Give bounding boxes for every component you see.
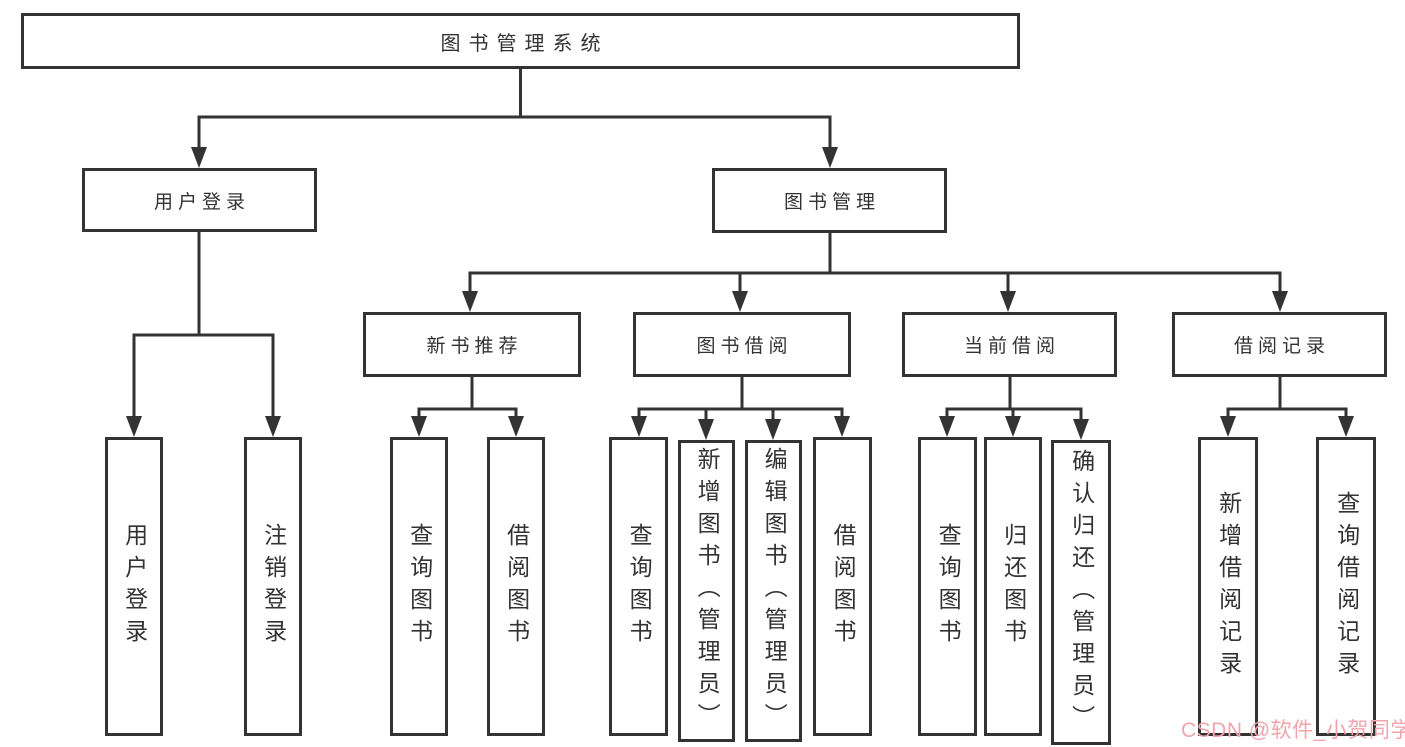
leaf-logout: 注销登录 bbox=[244, 437, 302, 736]
leaf-current-return-books: 归还图书 bbox=[984, 437, 1042, 736]
leaf-records-add-record: 新增借阅记录 bbox=[1198, 437, 1258, 736]
node-label: 注销登录 bbox=[260, 522, 287, 651]
node-label: 新增图书（管理员） bbox=[694, 447, 721, 735]
node-book-management: 图书管理 bbox=[712, 168, 947, 233]
node-label: 归还图书 bbox=[1000, 522, 1027, 651]
leaf-recommend-query-books: 查询图书 bbox=[390, 437, 448, 736]
node-label: 查询图书 bbox=[626, 522, 653, 651]
node-user-login: 用户登录 bbox=[82, 168, 317, 232]
leaf-current-query-books: 查询图书 bbox=[918, 437, 977, 736]
node-label: 借阅图书 bbox=[503, 522, 530, 651]
node-label: 编辑图书（管理员） bbox=[761, 447, 788, 735]
leaf-records-query-record: 查询借阅记录 bbox=[1316, 437, 1376, 736]
arrowheads bbox=[126, 147, 1354, 440]
leaf-borrow-borrow-books: 借阅图书 bbox=[813, 437, 872, 736]
leaf-borrow-edit-books-admin: 编辑图书（管理员） bbox=[745, 440, 802, 742]
node-label: 借阅图书 bbox=[830, 522, 857, 651]
node-label: 图书管理 bbox=[783, 192, 880, 213]
leaf-borrow-query-books: 查询图书 bbox=[609, 437, 668, 736]
node-label: 图书管理系统 bbox=[440, 32, 609, 55]
node-library-management-system: 图书管理系统 bbox=[21, 13, 1020, 69]
node-label: 确认归还（管理员） bbox=[1068, 448, 1095, 737]
node-borrowing-records: 借阅记录 bbox=[1172, 312, 1387, 377]
node-label: 图书借阅 bbox=[696, 336, 793, 357]
node-current-borrowing: 当前借阅 bbox=[902, 312, 1117, 377]
node-book-borrowing: 图书借阅 bbox=[633, 312, 851, 377]
node-label: 当前借阅 bbox=[963, 336, 1060, 357]
leaf-recommend-borrow-books: 借阅图书 bbox=[487, 437, 545, 736]
node-new-book-recommendation: 新书推荐 bbox=[363, 312, 581, 377]
node-label: 新书推荐 bbox=[426, 336, 523, 357]
node-label: 查询图书 bbox=[406, 522, 433, 651]
node-label: 用户登录 bbox=[121, 522, 148, 651]
node-label: 用户登录 bbox=[153, 191, 250, 213]
leaf-user-login: 用户登录 bbox=[105, 437, 163, 736]
csdn-watermark: CSDN @软件_小贺同学 bbox=[1181, 719, 1405, 742]
node-label: 借阅记录 bbox=[1233, 336, 1330, 357]
node-label: 新增借阅记录 bbox=[1215, 490, 1242, 683]
leaf-borrow-add-books-admin: 新增图书（管理员） bbox=[678, 440, 735, 742]
node-label: 查询借阅记录 bbox=[1333, 490, 1360, 683]
leaf-current-confirm-return-admin: 确认归还（管理员） bbox=[1051, 440, 1111, 745]
node-label: 查询图书 bbox=[935, 522, 962, 651]
